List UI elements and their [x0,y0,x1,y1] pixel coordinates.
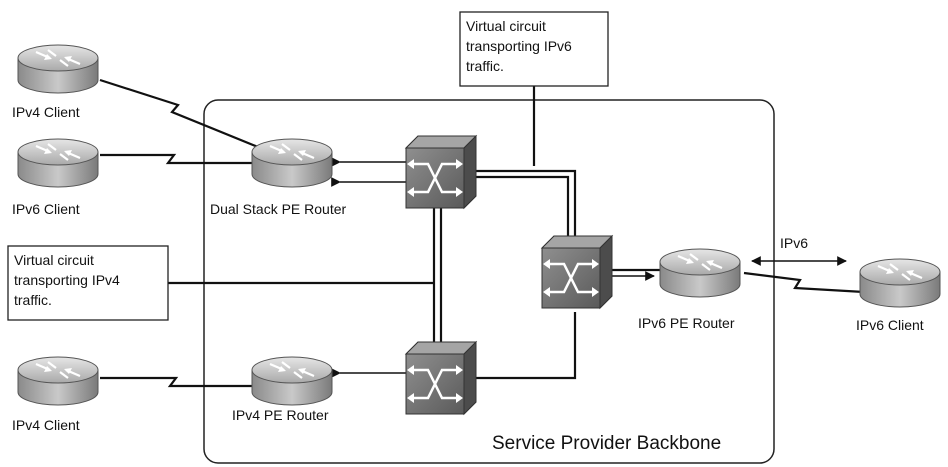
link-switch-bottom-right [474,312,577,380]
atm-switch-bottom [404,340,478,416]
link-ipv6pe-ipv6client [743,271,865,294]
router-ipv4-client-top [16,43,100,95]
callout-ipv4-line1: Virtual circuit [14,252,94,268]
router-ipv6-client-right [858,257,942,309]
callout-ipv6-line1: Virtual circuit [466,18,546,34]
vc-arrows [331,157,847,378]
label-ipv4-client-bottom: IPv4 Client [12,417,80,433]
callout-ipv4-vc: Virtual circuit transporting IPv4 traffi… [7,245,169,321]
callout-ipv4-line3: traffic. [14,292,52,308]
router-ipv4-client-bottom [16,355,100,407]
label-ipv4-pe: IPv4 PE Router [232,407,329,423]
callout-ipv6-line3: traffic. [466,58,504,74]
router-dual-stack-pe [250,137,334,189]
label-ipv6-link: IPv6 [780,235,808,251]
label-dual-stack-pe: Dual Stack PE Router [210,201,347,217]
atm-switch-right [540,234,614,310]
router-ipv6-pe [658,247,742,299]
label-ipv6-client-right: IPv6 Client [856,317,924,333]
atm-switch-top [404,134,478,210]
label-ipv6-client-left: IPv6 Client [12,201,80,217]
label-ipv4-client-top: IPv4 Client [12,104,80,120]
link-ipv4client-ipv4pe [100,376,252,388]
links [99,78,865,388]
callout-ipv4-line2: transporting IPv4 [14,272,120,288]
router-ipv6-client-left [16,137,100,189]
label-ipv6-pe: IPv6 PE Router [638,315,735,331]
link-switch-top-right [474,169,577,242]
link-ipv6client-dualstack [100,153,252,165]
router-ipv4-pe [250,355,334,407]
backbone-label: Service Provider Backbone [492,433,721,454]
callout-ipv6-line2: transporting IPv6 [466,38,572,54]
link-ipv4client-dualstack [99,78,259,149]
service-provider-backbone [203,99,775,464]
callout-ipv6-vc: Virtual circuit transporting IPv6 traffi… [459,11,609,87]
